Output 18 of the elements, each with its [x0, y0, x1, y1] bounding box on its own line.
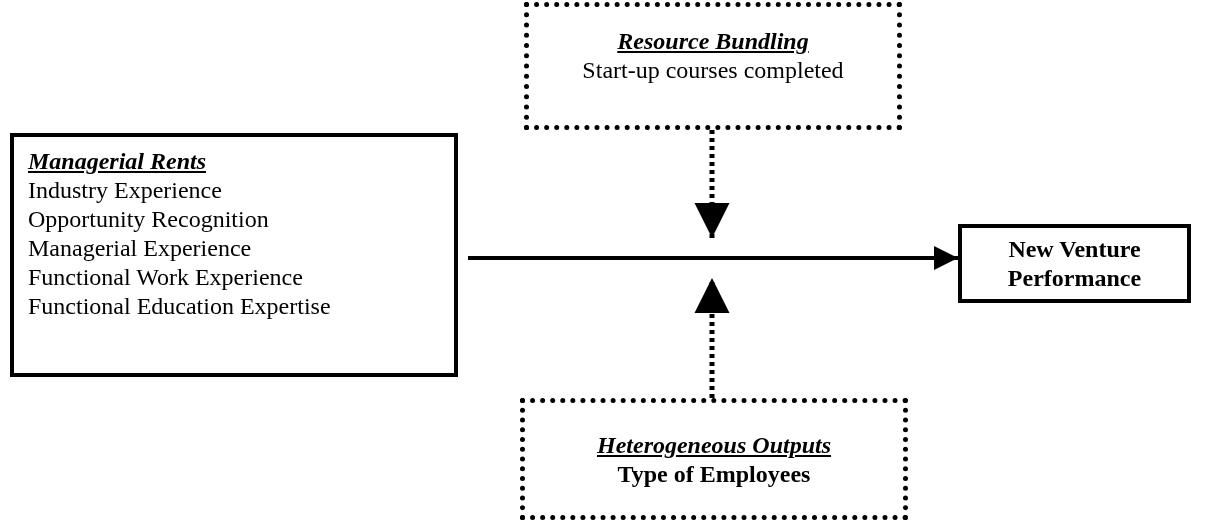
arrow	[468, 246, 958, 270]
moderator-box	[524, 2, 902, 130]
item-text: Functional Work Experience	[28, 263, 304, 292]
item-text: Opportunity Recognition	[28, 205, 270, 234]
heading-text: Heterogeneous Outputs	[596, 431, 832, 460]
item-text: Industry Experience	[28, 176, 223, 205]
construct-box	[10, 133, 458, 377]
item-text: New Venture Performance	[1006, 234, 1143, 293]
item-text: Type of Employees	[616, 460, 812, 489]
item-text: Functional Education Expertise	[28, 292, 332, 321]
item-text: Managerial Experience	[28, 234, 253, 263]
heading-text: Managerial Rents	[28, 147, 208, 176]
moderating-arrow	[694, 278, 730, 398]
moderating-arrow	[694, 130, 730, 238]
construct-box	[958, 224, 1191, 303]
moderator-box	[520, 398, 908, 520]
heading-text: Resource Bundling	[616, 27, 810, 56]
item-text: Start-up courses completed	[581, 56, 845, 85]
